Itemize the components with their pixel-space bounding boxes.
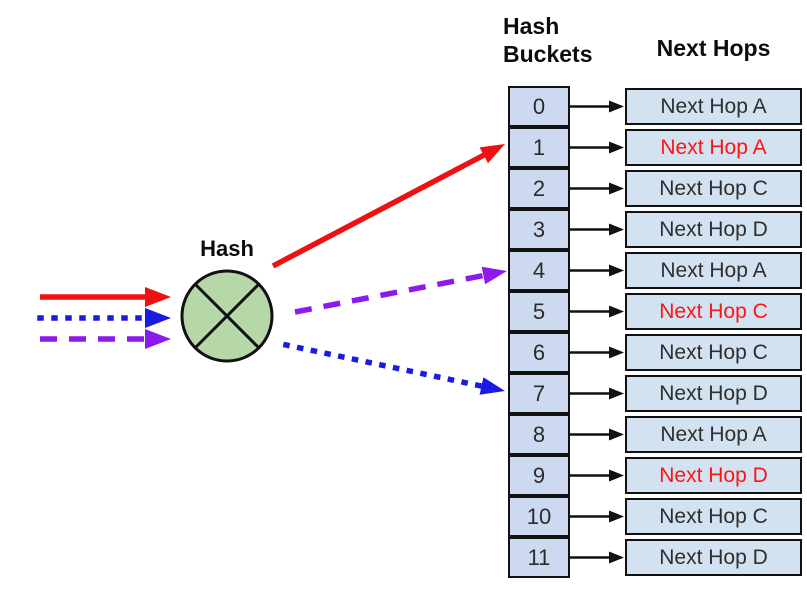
next-hop-box: Next Hop D (625, 539, 802, 576)
flow-purple-line (294, 272, 486, 315)
bucket-cell: 7 (508, 373, 570, 414)
bucket-cell: 4 (508, 250, 570, 291)
flow-purple-arrowhead-icon (481, 266, 507, 285)
bucket-hop-connectors (570, 100, 624, 564)
next-hop-box: Next Hop C (625, 170, 802, 207)
hash-bucket-column: 0 1 2 3 4 5 6 7 8 9 10 11 (508, 86, 570, 578)
flow-blue-line (282, 341, 487, 390)
next-hop-box: Next Hop A (625, 416, 802, 453)
hash-node-label: Hash (200, 236, 254, 261)
connector-arrowhead-icon (609, 100, 624, 113)
bucket-cell: 5 (508, 291, 570, 332)
flow-purple-arrowhead-icon (145, 329, 171, 349)
next-hop-box: Next Hop D (625, 457, 802, 494)
flow-red-arrowhead-icon (145, 287, 171, 307)
connector-arrowhead-icon (609, 141, 624, 154)
flow-red-line (271, 151, 488, 269)
next-hop-column: Next Hop A Next Hop A Next Hop C Next Ho… (625, 86, 802, 578)
connector-arrowhead-icon (609, 305, 624, 318)
connector-arrowhead-icon (609, 264, 624, 277)
connector-arrowhead-icon (609, 182, 624, 195)
outgoing-flow-purple-to-bucket-4 (294, 266, 507, 315)
hash-node-circle (180, 269, 274, 363)
next-hop-box: Next Hop A (625, 129, 802, 166)
incoming-flow-purple (40, 329, 171, 349)
incoming-flow-red (40, 287, 171, 307)
connector-arrowhead-icon (609, 428, 624, 441)
next-hop-box: Next Hop C (625, 293, 802, 330)
bucket-cell: 9 (508, 455, 570, 496)
bucket-cell: 0 (508, 86, 570, 127)
bucket-cell: 11 (508, 537, 570, 578)
connector-arrowhead-icon (609, 223, 624, 236)
hash-node (180, 269, 274, 363)
hash-buckets-title: Hash Buckets (503, 13, 593, 68)
hash-node-x-stroke (193, 282, 261, 350)
bucket-cell: 6 (508, 332, 570, 373)
next-hop-box: Next Hop C (625, 334, 802, 371)
connector-arrowhead-icon (609, 387, 624, 400)
bucket-cell: 10 (508, 496, 570, 537)
incoming-flow-blue (37, 308, 171, 328)
connector-arrowhead-icon (609, 551, 624, 564)
connector-arrowhead-icon (609, 510, 624, 523)
hash-node-x-stroke (193, 282, 261, 350)
bucket-cell: 3 (508, 209, 570, 250)
bucket-cell: 8 (508, 414, 570, 455)
next-hops-title: Next Hops (656, 35, 771, 61)
bucket-cell: 1 (508, 127, 570, 168)
next-hop-box: Next Hop C (625, 498, 802, 535)
next-hop-box: Next Hop D (625, 375, 802, 412)
next-hop-box: Next Hop A (625, 252, 802, 289)
outgoing-flow-red-to-bucket-1 (271, 144, 505, 269)
bucket-cell: 2 (508, 168, 570, 209)
outgoing-flow-blue-to-bucket-7 (282, 341, 505, 395)
flow-blue-arrowhead-icon (479, 377, 505, 395)
connector-arrowhead-icon (609, 346, 624, 359)
connector-arrowhead-icon (609, 469, 624, 482)
flow-red-arrowhead-icon (479, 144, 505, 164)
flow-blue-arrowhead-icon (145, 308, 171, 328)
next-hop-box: Next Hop D (625, 211, 802, 248)
next-hop-box: Next Hop A (625, 88, 802, 125)
